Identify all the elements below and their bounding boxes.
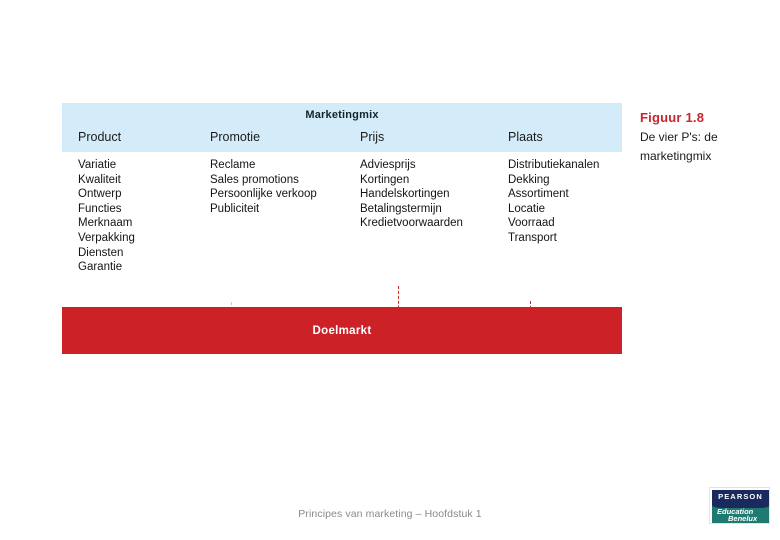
list-item: Persoonlijke verkoop [210, 188, 317, 201]
slide-footer: Principes van marketing – Hoofdstuk 1 [298, 508, 482, 520]
column-list-product: Variatie Kwaliteit Ontwerp Functies Merk… [78, 158, 135, 275]
list-item: Diensten [78, 246, 124, 259]
marketing-mix-diagram: Marketingmix Product Promotie Prijs Plaa… [62, 103, 622, 353]
list-item: Garantie [78, 261, 123, 274]
logo-brand-text: PEARSON [712, 490, 769, 503]
logo-swoosh-shape [712, 503, 769, 508]
diagram-title: Marketingmix [305, 109, 379, 121]
column-header-plaats: Plaats [508, 130, 543, 144]
target-market-bar: Doelmarkt [62, 307, 622, 354]
figure-description: De vier P's: de marketingmix [640, 130, 718, 163]
list-item: Betalingstermijn [360, 202, 442, 215]
pearson-logo: PEARSON Education Benelux [709, 487, 770, 524]
diagram-body: Variatie Kwaliteit Ontwerp Functies Merk… [62, 152, 622, 353]
column-list-promotie: Reclame Sales promotions Persoonlijke ve… [210, 158, 317, 216]
list-item: Variatie [78, 159, 117, 171]
target-market-label: Doelmarkt [312, 324, 372, 337]
column-list-plaats: Distributiekanalen Dekking Assortiment L… [508, 158, 599, 246]
list-item: Verpakking [78, 231, 135, 244]
list-item: Sales promotions [210, 173, 299, 186]
list-item: Voorraad [508, 217, 555, 230]
logo-education-text: Education [717, 507, 754, 516]
figure-caption: Figuur 1.8 De vier P's: de marketingmix [640, 108, 770, 166]
column-header-promotie: Promotie [210, 130, 261, 144]
list-item: Kortingen [360, 173, 410, 186]
figure-number: Figuur 1.8 [640, 110, 705, 125]
list-item: Transport [508, 231, 557, 244]
logo-imprint-band: Education Benelux [712, 503, 769, 523]
list-item: Kredietvoorwaarden [360, 217, 463, 230]
list-item: Distributiekanalen [508, 159, 600, 171]
list-item: Ontwerp [78, 188, 122, 201]
column-list-prijs: Adviesprijs Kortingen Handelskortingen B… [360, 158, 463, 231]
logo-benelux-text: Benelux [728, 514, 758, 523]
list-item: Publiciteit [210, 202, 260, 215]
list-item: Dekking [508, 173, 550, 186]
list-item: Functies [78, 202, 122, 215]
list-item: Reclame [210, 159, 256, 171]
column-header-product: Product [78, 130, 122, 144]
list-item: Kwaliteit [78, 173, 121, 186]
diagram-header-band: Marketingmix Product Promotie Prijs Plaa… [62, 103, 622, 152]
list-item: Locatie [508, 202, 546, 215]
column-header-prijs: Prijs [360, 130, 385, 144]
list-item: Handelskortingen [360, 188, 450, 201]
list-item: Adviesprijs [360, 159, 416, 171]
list-item: Merknaam [78, 217, 133, 230]
list-item: Assortiment [508, 188, 569, 201]
